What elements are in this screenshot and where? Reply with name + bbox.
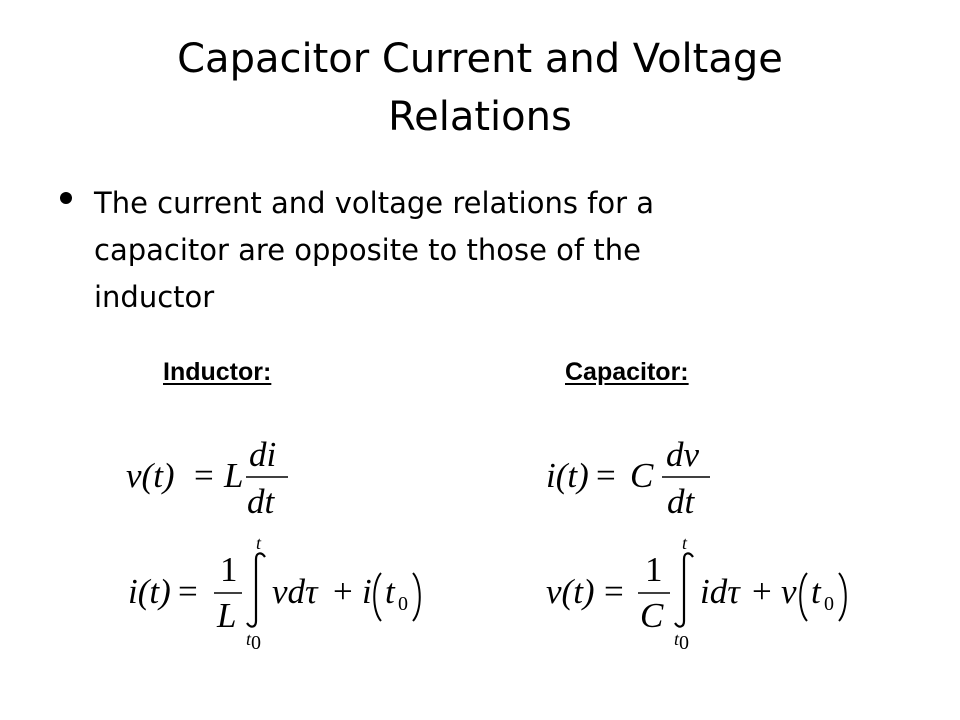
inductor-deriv-denominator: dt xyxy=(247,482,276,521)
capacitor-int-left-paren xyxy=(799,572,808,622)
inductor-int-lower-var: t xyxy=(246,629,252,649)
capacitor-deriv-denominator: dt xyxy=(667,482,696,521)
title-line-1: Capacitor Current and Voltage xyxy=(177,36,783,82)
capacitor-int-equals: = xyxy=(604,572,624,611)
inductor-int-upper-limit: t xyxy=(256,533,262,553)
capacitor-int-integrand: idτ xyxy=(700,572,741,611)
bullet-item: The current and voltage relations for a … xyxy=(58,180,888,321)
capacitor-deriv-coef: C xyxy=(630,456,654,495)
inductor-deriv-coef: L xyxy=(223,456,243,495)
inductor-int-numerator: 1 xyxy=(220,550,238,589)
inductor-int-right-paren xyxy=(412,572,421,622)
capacitor-int-lower-limit: t0 xyxy=(674,629,689,654)
capacitor-int-lower-sub: 0 xyxy=(679,632,689,654)
bullet-line-2: capacitor are opposite to those of the xyxy=(94,233,641,267)
capacitor-deriv-equals: = xyxy=(596,456,616,495)
capacitor-deriv-numerator: dv xyxy=(666,435,700,474)
capacitor-int-init-sub: 0 xyxy=(824,593,834,615)
capacitor-derivative-equation: i(t) = C dv dt xyxy=(546,435,710,521)
slide-title: Capacitor Current and Voltage Relations xyxy=(80,30,880,146)
bullet-dot-icon xyxy=(60,192,72,204)
capacitor-int-upper-limit: t xyxy=(682,533,688,553)
inductor-integral-equation: i(t) = 1 L t t0 vdτ + i t 0 xyxy=(128,533,421,654)
capacitor-int-lhs: v(t) xyxy=(546,572,595,611)
capacitor-int-init-fn: v xyxy=(781,572,797,611)
capacitor-int-right-paren xyxy=(838,572,847,622)
capacitor-int-lower-var: t xyxy=(674,629,680,649)
capacitor-integral-equation: v(t) = 1 C t t0 idτ + v t 0 xyxy=(546,533,847,654)
inductor-int-lhs: i(t) xyxy=(128,572,171,611)
capacitor-int-plus: + xyxy=(752,572,772,611)
capacitor-deriv-lhs: i(t) xyxy=(546,456,589,495)
inductor-deriv-numerator: di xyxy=(249,435,276,474)
inductor-derivative-equation: v(t) = L di dt xyxy=(126,435,288,521)
integral-sign-icon xyxy=(246,552,266,628)
integral-sign-icon xyxy=(674,552,694,628)
inductor-int-lower-limit: t0 xyxy=(246,629,261,654)
inductor-int-init-sub: 0 xyxy=(398,593,408,615)
inductor-int-equals: = xyxy=(178,572,198,611)
capacitor-heading: Capacitor: xyxy=(565,358,689,386)
title-line-2: Relations xyxy=(388,94,572,140)
bullet-text: The current and voltage relations for a … xyxy=(94,180,888,321)
capacitor-int-init-var: t xyxy=(811,572,822,611)
inductor-deriv-lhs: v(t) xyxy=(126,456,175,495)
inductor-int-init-var: t xyxy=(385,572,396,611)
inductor-deriv-equals: = xyxy=(194,456,214,495)
bullet-line-3: inductor xyxy=(94,280,215,314)
inductor-int-init-fn: i xyxy=(362,572,372,611)
inductor-int-integrand: vdτ xyxy=(272,572,319,611)
inductor-int-left-paren xyxy=(373,572,382,622)
inductor-int-plus: + xyxy=(333,572,353,611)
inductor-int-denominator: L xyxy=(216,596,236,635)
capacitor-int-numerator: 1 xyxy=(645,550,663,589)
bullet-line-1: The current and voltage relations for a xyxy=(94,186,655,220)
inductor-heading: Inductor: xyxy=(163,358,272,386)
inductor-int-lower-sub: 0 xyxy=(251,632,261,654)
capacitor-int-denominator: C xyxy=(640,596,664,635)
